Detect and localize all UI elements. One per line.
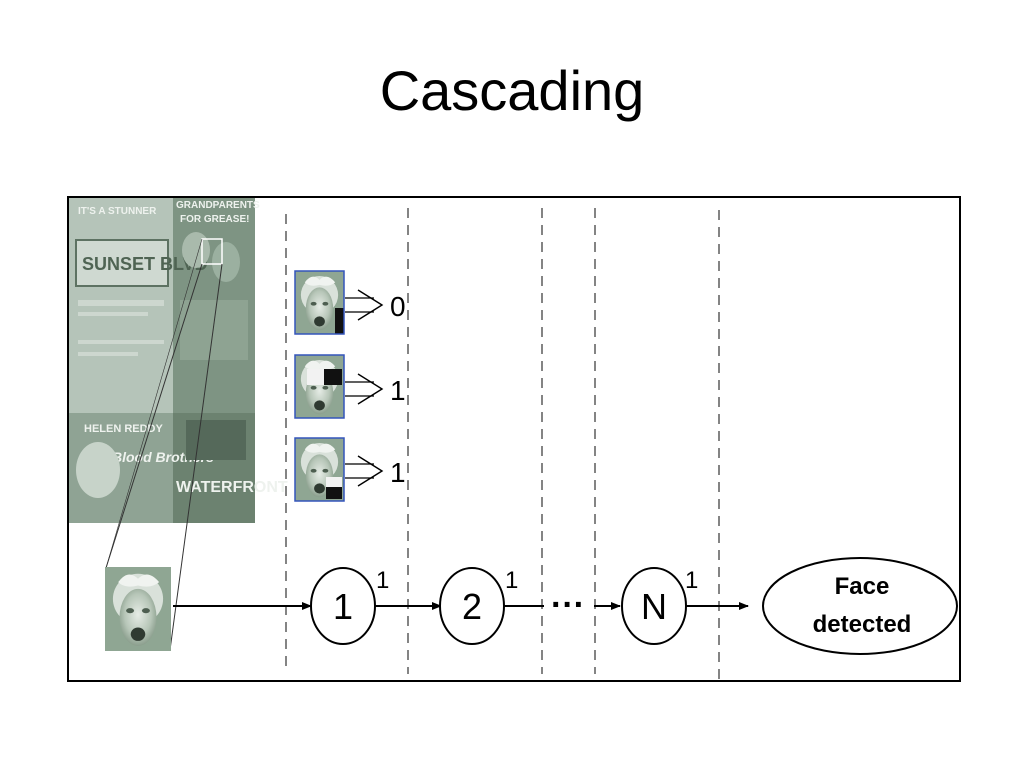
poster-header-grandparents: GRANDPARENTS bbox=[176, 200, 260, 211]
result-line-2: detected bbox=[813, 611, 912, 638]
feature-example-2: 1 bbox=[294, 354, 406, 419]
stage-2: 2 1 bbox=[439, 567, 518, 645]
input-subwindow bbox=[105, 567, 171, 651]
cascade-ellipsis: ··· bbox=[551, 586, 585, 624]
stage-1-output: 1 bbox=[376, 567, 389, 594]
poster-title-grease: FOR GREASE! bbox=[180, 214, 249, 225]
poster-header-stunner: IT'S A STUNNER bbox=[78, 206, 157, 217]
poster-title-sunset: SUNSET BLVD bbox=[82, 254, 208, 274]
stage-n-label: N bbox=[641, 586, 667, 627]
result-node bbox=[762, 557, 958, 655]
poster-header-reddy: HELEN REDDY bbox=[84, 423, 164, 435]
stage-separators bbox=[285, 208, 720, 680]
feature-example-1: 0 bbox=[294, 270, 406, 335]
stage-n-output: 1 bbox=[685, 567, 698, 594]
stage-n: N 1 bbox=[621, 567, 698, 645]
feature-output-1: 0 bbox=[390, 291, 406, 322]
slide-title: Cascading bbox=[379, 59, 645, 122]
stage-2-output: 1 bbox=[505, 567, 518, 594]
result-line-1: Face bbox=[835, 573, 890, 600]
stage-1-label: 1 bbox=[333, 586, 353, 627]
stage-2-label: 2 bbox=[462, 586, 482, 627]
feature-example-3: 1 bbox=[294, 437, 406, 502]
result-face-detected: Face detected bbox=[762, 557, 958, 655]
feature-output-2: 1 bbox=[390, 375, 406, 406]
poster-title-waterfront: WATERFRONT bbox=[176, 479, 288, 496]
feature-output-3: 1 bbox=[390, 457, 406, 488]
poster-collage: IT'S A STUNNER SUNSET BLVD GRANDPARENTS … bbox=[69, 198, 288, 523]
stage-1: 1 1 bbox=[310, 567, 389, 645]
detection-window bbox=[201, 238, 223, 265]
